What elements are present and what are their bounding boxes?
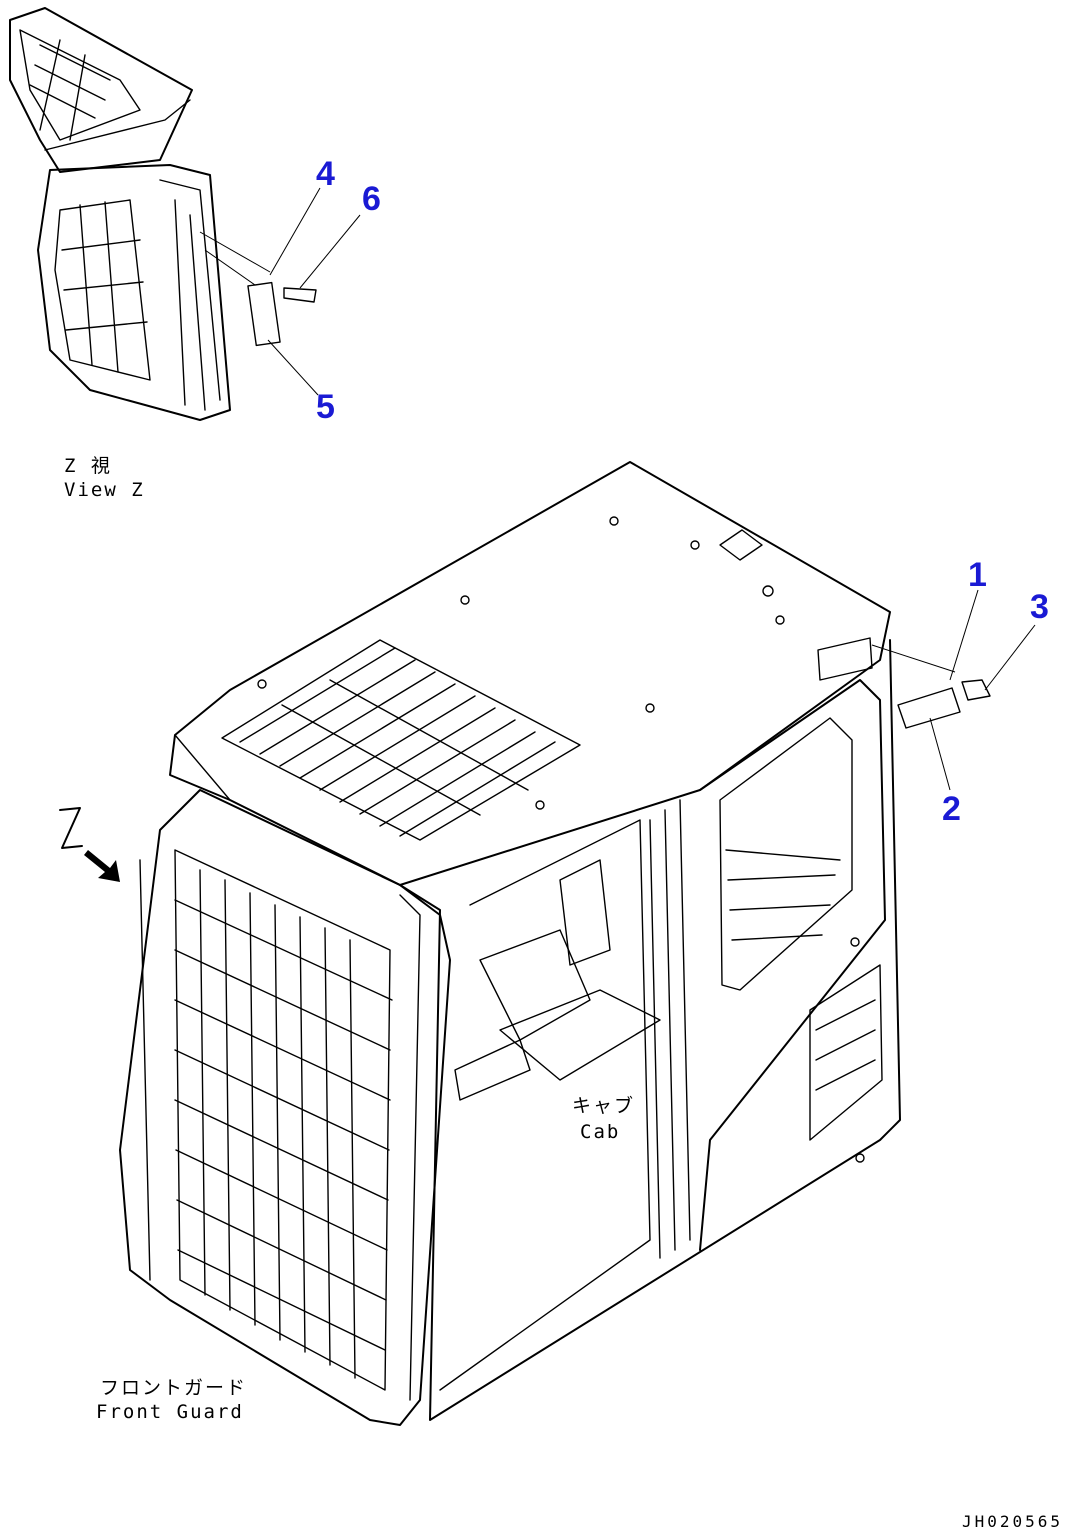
label-parts-right xyxy=(871,589,1036,791)
view-z-arrow xyxy=(59,807,120,882)
callout-5: 5 xyxy=(316,388,335,426)
front-guard xyxy=(119,789,451,1426)
front-guard-label-en: Front Guard xyxy=(96,1401,244,1423)
callout-6: 6 xyxy=(362,180,381,218)
view-z-detail xyxy=(9,7,361,421)
view-z-label-en: View Z xyxy=(64,479,145,501)
callout-2: 2 xyxy=(942,790,961,828)
drawing-code: JH020565 xyxy=(962,1512,1063,1531)
callout-1: 1 xyxy=(968,556,987,594)
cab-body xyxy=(399,639,901,1421)
front-guard-label-jp: フロントガード xyxy=(100,1377,247,1399)
callout-3: 3 xyxy=(1030,588,1049,626)
cab-roof xyxy=(169,461,891,886)
callout-4: 4 xyxy=(316,155,335,193)
cab-label-en: Cab xyxy=(580,1121,620,1143)
cab-label-jp: キャブ xyxy=(572,1094,635,1117)
view-z-label-jp: Z 視 xyxy=(64,455,112,477)
